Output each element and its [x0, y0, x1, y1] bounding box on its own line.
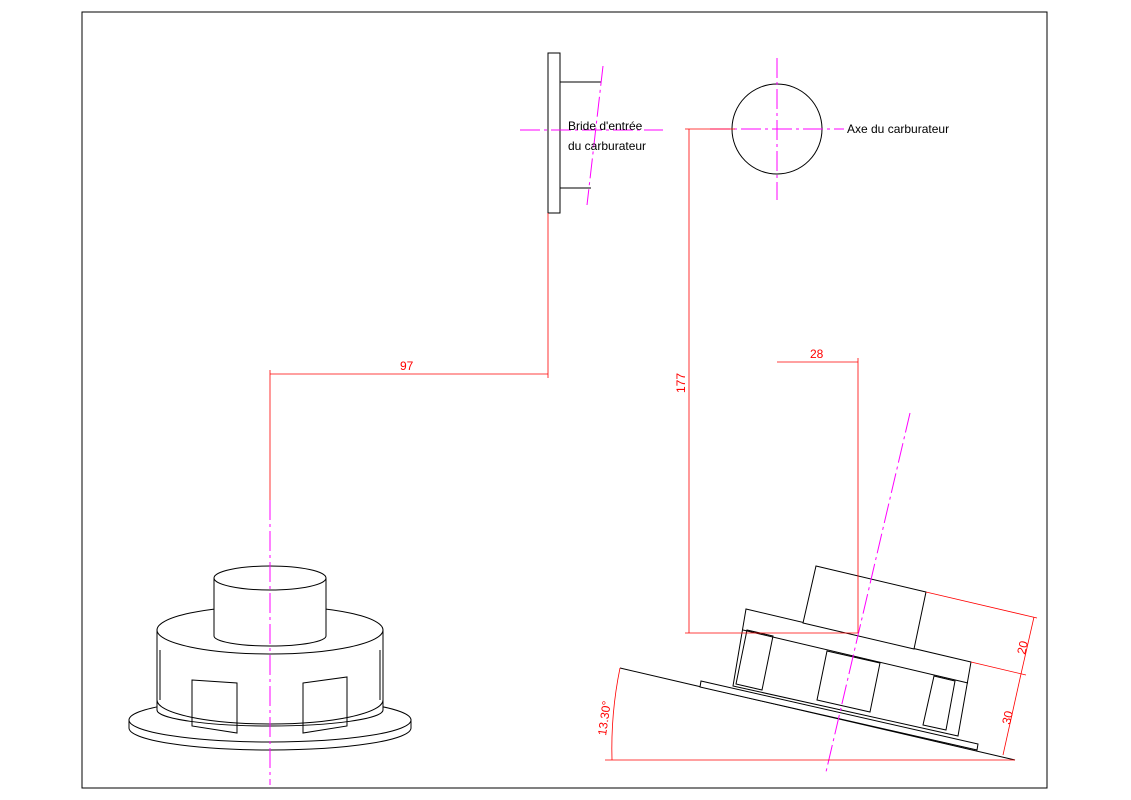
dim-angle-arc	[611, 667, 621, 761]
flange-axis	[586, 65, 604, 206]
window-right	[302, 676, 348, 734]
tilted-window-left	[735, 629, 774, 691]
housing-tilted-view	[619, 412, 1016, 773]
dim-30-line	[1002, 673, 1022, 756]
dimensions: 97 177 28 20 30 13.30°	[269, 128, 1038, 761]
dim-30-value: 30	[999, 709, 1016, 725]
flange-label-line2: du carburateur	[568, 139, 646, 153]
dim-20-ext-bottom	[970, 661, 1027, 676]
dim-28-value: 28	[810, 347, 824, 361]
dim-20-ext-top	[925, 591, 1038, 619]
carburetor-axis-view: Axe du carburateur	[710, 58, 949, 200]
dim-angle-value: 13.30°	[595, 700, 614, 737]
dim-177-value: 177	[674, 373, 688, 393]
dim-20-line	[1020, 616, 1035, 675]
window-left	[191, 679, 238, 734]
carburetor-flange: Bride d'entrée du carburateur	[520, 52, 663, 214]
tilted-window-right	[922, 675, 956, 731]
dim-20-value: 20	[1014, 639, 1031, 655]
main-body	[156, 629, 384, 725]
flange-plate	[547, 52, 561, 214]
housing-side-view	[128, 500, 412, 785]
tilted-window-center	[816, 650, 881, 713]
carb-axis-label: Axe du carburateur	[847, 122, 949, 136]
flange-neck	[560, 81, 601, 189]
flange-label-line1: Bride d'entrée	[568, 119, 643, 133]
drawing-frame	[81, 11, 1048, 789]
tilted-body-top-edge	[742, 629, 969, 684]
dim-97-value: 97	[400, 359, 414, 373]
